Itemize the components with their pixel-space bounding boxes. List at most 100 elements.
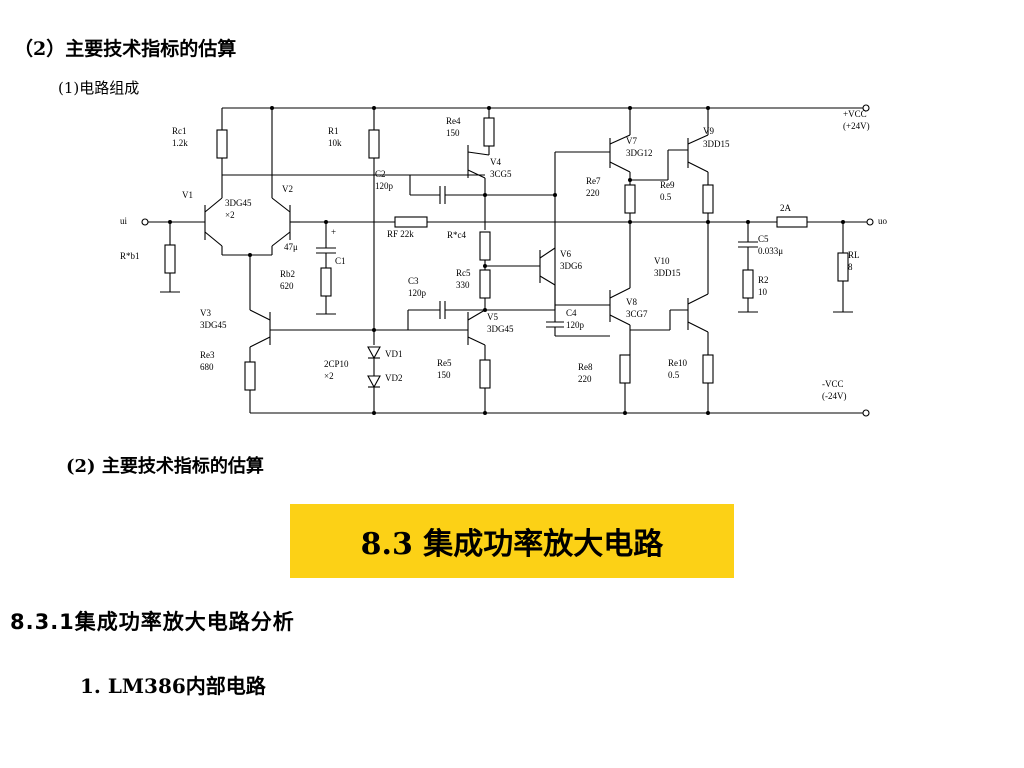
label-v7: V7 xyxy=(626,136,637,146)
amplifier-circuit-diagram: Rc1 1.2k R1 10k Re4 150 V4 3CG5 V7 3DG12… xyxy=(120,104,888,417)
circuit-wire xyxy=(248,253,252,257)
circuit-composition-label: (1)电路组成 xyxy=(58,79,140,97)
label-rb2: Rb2 xyxy=(280,269,295,279)
circuit-wire xyxy=(609,134,631,145)
circuit-wire xyxy=(539,247,556,259)
value-c1: 47μ xyxy=(284,242,298,252)
circuit-wire xyxy=(249,309,271,321)
label-re4: Re4 xyxy=(446,116,461,126)
label-v9: V9 xyxy=(703,126,714,136)
circuit-wire xyxy=(539,275,556,286)
label-v10: V10 xyxy=(654,256,670,266)
diode-vd1 xyxy=(367,346,381,360)
vcc-pos-terminal xyxy=(862,104,870,112)
value-re5: 150 xyxy=(437,370,451,380)
circuit-wire xyxy=(483,264,487,268)
label-re10: Re10 xyxy=(668,358,687,368)
circuit-wire xyxy=(249,336,271,348)
resistor-rc4 xyxy=(479,231,491,261)
resistor-re3 xyxy=(244,361,256,391)
label-ui: ui xyxy=(120,216,128,226)
estimation-heading: (2) 主要技术指标的估算 xyxy=(66,456,264,477)
type-v10: 3DD15 xyxy=(654,268,681,278)
type-v7: 3DG12 xyxy=(626,148,653,158)
type-v3: 3DG45 xyxy=(200,320,227,330)
type-diodes: 2CP10 xyxy=(324,359,349,369)
type-v4: 3CG5 xyxy=(490,169,512,179)
label-re8: Re8 xyxy=(578,362,593,372)
label-c5: C5 xyxy=(758,234,769,244)
value-r1: 10k xyxy=(328,138,342,148)
circuit-wire xyxy=(271,197,291,213)
value-re10: 0.5 xyxy=(668,370,680,380)
value-c5: 0.033μ xyxy=(758,246,783,256)
label-vd2: VD2 xyxy=(385,373,403,383)
type-v9: 3DD15 xyxy=(703,139,730,149)
label-v4: V4 xyxy=(490,157,501,167)
label-v5: V5 xyxy=(487,312,498,322)
circuit-wire xyxy=(609,287,631,299)
label-rc5: Rc5 xyxy=(456,268,471,278)
value-c3: 120p xyxy=(408,288,427,298)
type-v1-v2: 3DG45 xyxy=(225,198,252,208)
circuit-wire xyxy=(483,411,487,415)
resistor-rc5 xyxy=(479,269,491,299)
circuit-wire xyxy=(467,309,486,321)
label-v3: V3 xyxy=(200,308,211,318)
label-v1: V1 xyxy=(182,190,193,200)
resistor-rl xyxy=(837,252,849,282)
resistor-re8 xyxy=(619,354,631,384)
label-vcc-pos: +VCC xyxy=(843,109,867,119)
resistor-r2 xyxy=(742,269,754,299)
value-rc5: 330 xyxy=(456,280,470,290)
label-r2: R2 xyxy=(758,275,769,285)
label-rc1: Rc1 xyxy=(172,126,187,136)
value-r2: 10 xyxy=(758,287,768,297)
section-banner: 8.3 集成功率放大电路 xyxy=(290,504,734,578)
circuit-wire xyxy=(746,220,750,224)
resistor-re10 xyxy=(702,354,714,384)
label-c2: C2 xyxy=(375,169,386,179)
value-re8: 220 xyxy=(578,374,592,384)
resistor-rb1 xyxy=(164,244,176,274)
label-rf: RF 22k xyxy=(387,229,414,239)
top-heading: （2）主要技术指标的估算 xyxy=(14,38,237,60)
label-c3: C3 xyxy=(408,276,419,286)
fuse-2a xyxy=(776,216,808,228)
count-v1-v2: ×2 xyxy=(225,210,235,220)
value-rl: 8 xyxy=(848,262,853,272)
resistor-re4 xyxy=(483,117,495,147)
circuit-wire xyxy=(687,161,709,173)
circuit-wire xyxy=(628,106,632,110)
circuit-wire xyxy=(706,106,710,110)
circuit-wire xyxy=(687,134,709,145)
circuit-wire xyxy=(628,220,632,224)
value-vcc-pos: (+24V) xyxy=(843,121,870,131)
resistor-rf xyxy=(394,216,428,228)
circuit-wire xyxy=(628,178,632,182)
circuit-wire xyxy=(271,231,291,247)
circuit-wire xyxy=(687,293,709,305)
lm386-heading: 1. LM386内部电路 xyxy=(80,674,266,698)
input-terminal xyxy=(141,218,149,226)
section-banner-title: 8.3 集成功率放大电路 xyxy=(360,527,664,562)
label-re3: Re3 xyxy=(200,350,215,360)
label-uo: uo xyxy=(878,216,888,226)
value-c4: 120p xyxy=(566,320,585,330)
section-heading: 8.3.1集成功率放大电路分析 xyxy=(10,610,295,634)
circuit-wire xyxy=(467,169,486,179)
circuit-wire xyxy=(372,106,376,110)
circuit-wire xyxy=(204,197,223,213)
label-rb1: R*b1 xyxy=(120,251,140,261)
circuit-wire xyxy=(204,231,223,247)
value-re4: 150 xyxy=(446,128,460,138)
circuit-wire xyxy=(324,220,328,224)
vcc-neg-terminal xyxy=(862,409,870,417)
label-rl: RL xyxy=(848,250,860,260)
label-v8: V8 xyxy=(626,297,637,307)
polarity-plus: + xyxy=(331,227,336,237)
circuit-wire xyxy=(706,411,710,415)
value-c2: 120p xyxy=(375,181,394,191)
resistor-rc1 xyxy=(216,129,228,159)
type-v5: 3DG45 xyxy=(487,324,514,334)
